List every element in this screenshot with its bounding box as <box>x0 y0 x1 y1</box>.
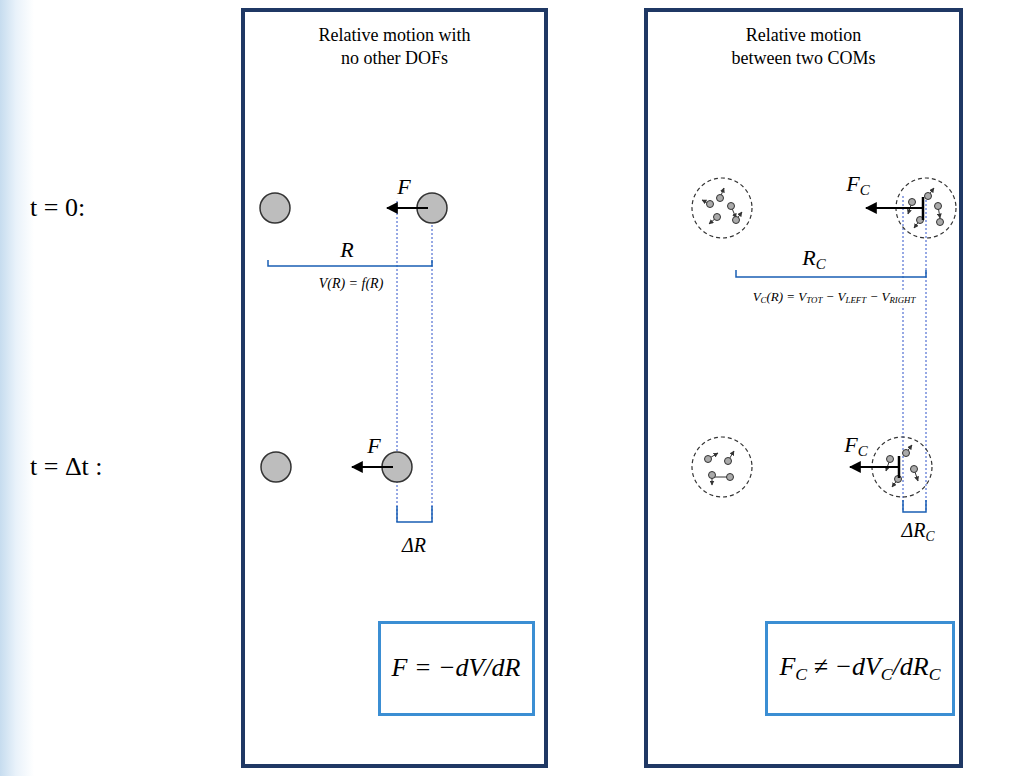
equation-box: FC ≠ −dVC/dRC <box>765 621 955 716</box>
force-label: F <box>365 434 382 458</box>
panel-frame: Relative motion with no other DOFs F = −d… <box>241 8 548 768</box>
time-label: t = 0: <box>28 194 87 223</box>
equation-text: FC ≠ −dVC/dRC <box>779 651 940 686</box>
panel-frame: Relative motion between two COMs FC ≠ −dV… <box>644 8 963 768</box>
distance-bracket <box>736 270 926 277</box>
potential-label: VC(R) = VTOT − VLEFT − VRIGHT <box>751 290 918 306</box>
force-label: F <box>395 175 412 199</box>
displacement-bracket <box>397 506 432 522</box>
displacement-label: ΔRC <box>899 519 936 545</box>
panel-title: Relative motion between two COMs <box>727 24 881 69</box>
distance-label: RC <box>800 246 827 273</box>
cluster-particles <box>705 451 735 485</box>
potential-label: V(R) = f(R) <box>317 276 386 291</box>
force-arrow <box>850 208 923 467</box>
displacement-bracket <box>903 500 926 512</box>
panel-title: Relative motion with no other DOFs <box>318 24 472 69</box>
equation-text: F = −dV/dR <box>392 652 521 683</box>
displacement-label: ΔR <box>400 534 428 556</box>
force-label: FC <box>842 433 869 460</box>
equation-box: F = −dV/dR <box>378 621 535 716</box>
force-label: FC <box>844 172 871 199</box>
force-arrow <box>352 208 428 467</box>
cluster-particles <box>702 188 742 224</box>
dotted-guide <box>903 196 926 512</box>
time-label: t = Δt : <box>28 453 105 482</box>
particle-circle <box>260 193 447 482</box>
distance-label: R <box>338 238 355 262</box>
cluster-outline <box>692 178 956 497</box>
